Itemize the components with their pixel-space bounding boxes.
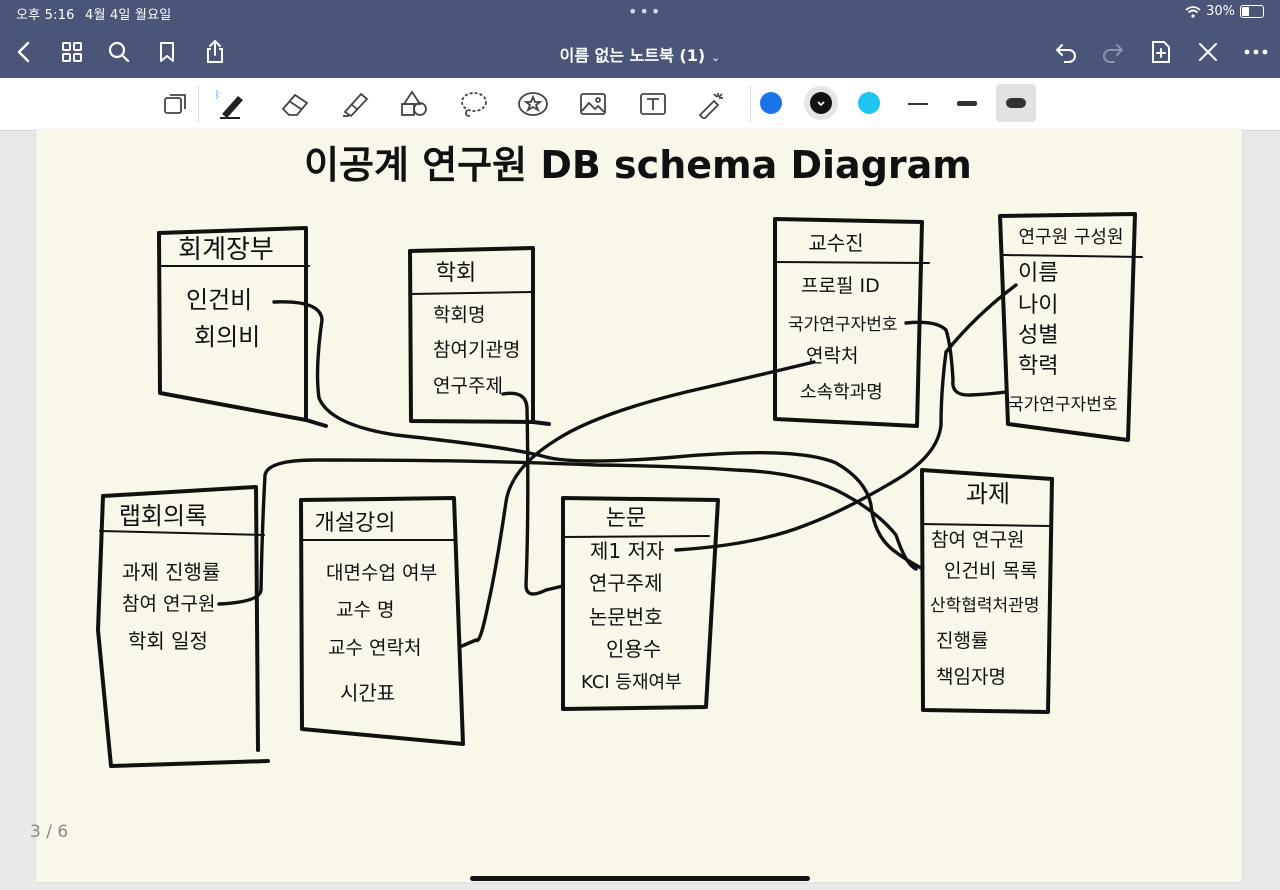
table-field: 진행률 bbox=[936, 630, 988, 652]
drawing-toolbar: ᛒ bbox=[0, 78, 1280, 131]
table-field: 교수 연락처 bbox=[328, 637, 421, 659]
table-name: 개설강의 bbox=[315, 511, 396, 536]
table-field: 연구주제 bbox=[433, 375, 503, 397]
table-field: 인건비 목록 bbox=[944, 560, 1037, 582]
page-view-icon[interactable] bbox=[158, 88, 192, 120]
table-name: 회계장부 bbox=[178, 235, 274, 265]
table-field: 성별 bbox=[1018, 323, 1058, 348]
multitask-dots-icon[interactable]: ••• bbox=[628, 2, 663, 21]
wifi-icon bbox=[1185, 5, 1201, 18]
table-field: 책임자명 bbox=[936, 666, 1006, 688]
table-field: 교수 명 bbox=[336, 599, 394, 621]
undo-icon[interactable] bbox=[1052, 38, 1080, 66]
table-field: 참여기관명 bbox=[433, 339, 520, 361]
table-field: 인용수 bbox=[606, 637, 661, 661]
table-field: 과제 진행률 bbox=[122, 560, 220, 584]
stroke-medium-option[interactable] bbox=[957, 101, 977, 106]
stroke-thick-option[interactable] bbox=[996, 84, 1036, 122]
image-icon[interactable] bbox=[576, 88, 610, 120]
table-name: 학회 bbox=[436, 261, 476, 286]
notebook-title[interactable]: 이름 없는 노트북 (1) ⌄ bbox=[0, 42, 1280, 66]
diagram-title: 이공계 연구원 DB schema Diagram bbox=[304, 143, 972, 187]
notebook-title-text: 이름 없는 노트북 (1) bbox=[559, 46, 706, 65]
table-field: 연구주제 bbox=[589, 571, 663, 595]
status-time: 오후 5:16 bbox=[16, 8, 75, 23]
bookmark-icon[interactable] bbox=[153, 38, 181, 66]
table-field: 제1 저자 bbox=[590, 539, 664, 563]
table-field: 나이 bbox=[1018, 293, 1058, 318]
page-indicator[interactable]: 3 / 6 bbox=[30, 822, 69, 842]
table-box bbox=[157, 226, 328, 428]
add-page-icon[interactable] bbox=[1147, 38, 1175, 66]
color-blue-swatch[interactable] bbox=[760, 92, 782, 114]
table-name: 연구원 구성원 bbox=[1018, 227, 1123, 248]
table-name: 과제 bbox=[966, 480, 1010, 508]
table-field: 인건비 bbox=[186, 286, 252, 314]
lasso-icon[interactable] bbox=[457, 88, 491, 120]
sticker-icon[interactable] bbox=[516, 88, 550, 120]
chevron-down-icon: ⌄ bbox=[711, 51, 721, 64]
table-field: KCI 등재여부 bbox=[581, 672, 682, 693]
chevron-down-icon bbox=[817, 101, 825, 107]
color-black-swatch[interactable] bbox=[810, 92, 832, 114]
grid-icon[interactable] bbox=[58, 38, 86, 66]
shapes-icon[interactable] bbox=[397, 88, 431, 120]
share-icon[interactable] bbox=[201, 38, 229, 66]
laser-pointer-icon[interactable] bbox=[695, 88, 729, 120]
battery-percent: 30% bbox=[1206, 4, 1235, 19]
stroke-thin-option[interactable] bbox=[908, 103, 928, 105]
table-field: 국가연구자번호 bbox=[1008, 395, 1117, 415]
table-field: 논문번호 bbox=[589, 605, 663, 629]
table-field: 학력 bbox=[1018, 354, 1058, 379]
status-date: 4월 4일 월요일 bbox=[85, 8, 172, 23]
svg-text:ᛒ: ᛒ bbox=[216, 90, 220, 101]
table-field: 학회 일정 bbox=[128, 629, 208, 653]
table-field: 대면수업 여부 bbox=[326, 562, 437, 584]
search-icon[interactable] bbox=[105, 38, 133, 66]
status-bar-right: 30% bbox=[1185, 4, 1264, 19]
redo-icon[interactable] bbox=[1099, 38, 1127, 66]
status-bar-left: 오후 5:16 4월 4일 월요일 bbox=[16, 4, 177, 23]
table-field: 학회명 bbox=[433, 304, 485, 326]
text-tool-icon[interactable] bbox=[636, 88, 670, 120]
table-name: 교수진 bbox=[808, 231, 863, 255]
back-icon[interactable] bbox=[10, 38, 38, 66]
table-field: 참여 연구원 bbox=[122, 593, 215, 615]
table-field: 시간표 bbox=[340, 681, 395, 705]
battery-icon bbox=[1240, 5, 1264, 18]
table-name: 랩회의록 bbox=[119, 502, 207, 530]
pen-icon[interactable]: ᛒ bbox=[215, 88, 249, 120]
table-field: 프로필 ID bbox=[801, 275, 880, 297]
table-field: 국가연구자번호 bbox=[788, 315, 897, 335]
table-field: 회의비 bbox=[194, 323, 260, 351]
more-icon[interactable] bbox=[1242, 38, 1270, 66]
table-field: 소속학과명 bbox=[800, 382, 883, 403]
eraser-icon[interactable] bbox=[278, 88, 312, 120]
top-bar: 오후 5:16 4월 4일 월요일 ••• 30% 이름 없는 노트북 (1) ⌄ bbox=[0, 0, 1280, 78]
home-indicator[interactable] bbox=[470, 876, 810, 881]
color-cyan-swatch[interactable] bbox=[858, 92, 880, 114]
table-name: 논문 bbox=[606, 506, 646, 531]
pen-gesture-icon[interactable] bbox=[1194, 38, 1222, 66]
table-field: 산학협력처관명 bbox=[930, 596, 1039, 616]
table-field: 참여 연구원 bbox=[931, 529, 1024, 551]
highlighter-icon[interactable] bbox=[338, 88, 372, 120]
table-field: 이름 bbox=[1018, 261, 1058, 286]
table-field: 연락처 bbox=[806, 345, 858, 367]
